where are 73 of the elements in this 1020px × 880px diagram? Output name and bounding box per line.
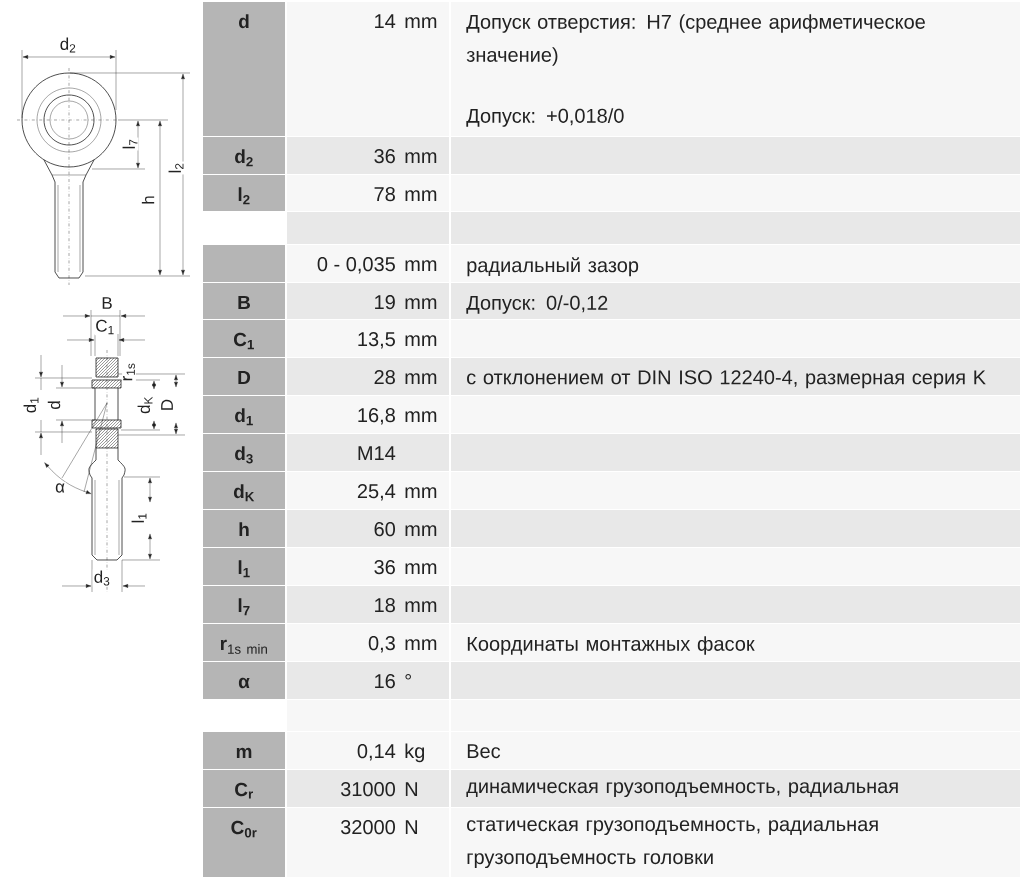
- value-text: 25,4: [357, 484, 396, 501]
- value-text: 0 - 0,035: [317, 257, 395, 274]
- unit-text: kg: [405, 743, 425, 763]
- description-text: радиальный зазор: [467, 257, 639, 277]
- symbol-cell: l$_{7}$: [203, 586, 285, 623]
- dimension-label: h: [140, 194, 156, 206]
- dimension-label: d$_{1}$: [22, 395, 40, 415]
- dimension-label: d$_{2}$: [58, 36, 78, 54]
- unit-text: mm: [405, 525, 437, 536]
- value-text: 78: [374, 187, 395, 202]
- symbol-cell: d$_{1}$: [203, 396, 285, 433]
- description-text: динамическая грузоподъемность, радиальная: [466, 782, 898, 798]
- unit-text: mm: [405, 411, 437, 422]
- symbol-cell: α: [203, 662, 285, 699]
- symbol-cell: l$_{2}$: [203, 175, 285, 211]
- symbol-cell: d$_{2}$: [203, 137, 285, 174]
- symbol-cell: C$_{r}$: [203, 770, 285, 807]
- value-text: 18: [375, 598, 395, 613]
- symbol-cell: D: [203, 358, 285, 395]
- description-text: Допуск отверстия: H7 (среднее арифметическое значение): [466, 14, 925, 66]
- unit-text: °: [405, 674, 411, 680]
- dimension-label: D: [160, 397, 174, 413]
- unit-text: mm: [405, 563, 437, 574]
- value-text: 32000: [340, 820, 395, 835]
- value-text: 14: [375, 14, 396, 28]
- dimension-label: C$_{1}$: [94, 318, 116, 336]
- unit-text: mm: [405, 298, 437, 309]
- description-text: статическая грузоподъемность, радиальная грузоподъемность головки: [467, 820, 878, 869]
- unit-text: mm: [405, 260, 437, 271]
- value-text: 31000: [340, 782, 395, 797]
- description-text: Допуск: 0/-0,12: [466, 295, 608, 314]
- unit-text: mm: [405, 601, 437, 612]
- dimension-label: l$_{7}$: [121, 137, 139, 151]
- value-text: M14: [358, 446, 396, 460]
- dimension-label: d: [46, 399, 62, 411]
- unit-text: mm: [405, 17, 437, 28]
- unit-text: mm: [405, 335, 437, 346]
- value-text: 60: [374, 522, 395, 537]
- symbol-cell: h: [203, 510, 285, 547]
- unit-text: N: [405, 782, 417, 796]
- description-text: Допуск: +0,018/0: [466, 108, 624, 127]
- symbol-cell: $\mathbf{r}_{\mathrm{1s\ min}}$: [203, 624, 285, 661]
- unit-text: mm: [405, 190, 437, 201]
- dimension-label: d$_{K}$: [136, 395, 154, 415]
- dimension-label: l$_{1}$: [130, 511, 148, 525]
- symbol-cell: C$_{1}$: [203, 320, 285, 357]
- value-text: 0,14: [357, 744, 396, 761]
- symbol-cell: l$_{1}$: [203, 548, 285, 585]
- value-text: 36: [374, 149, 395, 164]
- dimension-label: B: [100, 296, 114, 310]
- description-text: Вес: [467, 744, 501, 759]
- unit-text: N: [405, 820, 417, 834]
- value-text: 16,8: [358, 408, 395, 425]
- dimension-label: l$_{2}$: [167, 161, 185, 175]
- value-text: 28: [374, 370, 395, 385]
- value-text: 19: [375, 295, 395, 310]
- unit-text: mm: [405, 639, 437, 650]
- symbol-cell: d$_{3}$: [203, 434, 285, 471]
- unit-text: mm: [405, 373, 437, 384]
- value-text: 13,5: [358, 332, 395, 349]
- unit-text: mm: [405, 487, 437, 498]
- unit-text: mm: [405, 152, 437, 163]
- value-text: 36: [374, 560, 395, 575]
- dimension-label: α: [54, 482, 66, 494]
- value-text: 16: [375, 674, 395, 689]
- value-text: 0,3: [368, 636, 395, 653]
- dimension-label: r$_{1s}$: [122, 361, 136, 383]
- description-text: с отклонением от DIN ISO 12240-4, размерная серия K: [467, 370, 986, 389]
- symbol-cell: C$_{0r}$: [203, 808, 285, 877]
- symbol-cell: d$_{K}$: [203, 472, 285, 509]
- description-text: Координаты монтажных фасок: [467, 636, 755, 655]
- symbol-cell: m: [203, 732, 285, 769]
- symbol-cell: B: [203, 283, 285, 319]
